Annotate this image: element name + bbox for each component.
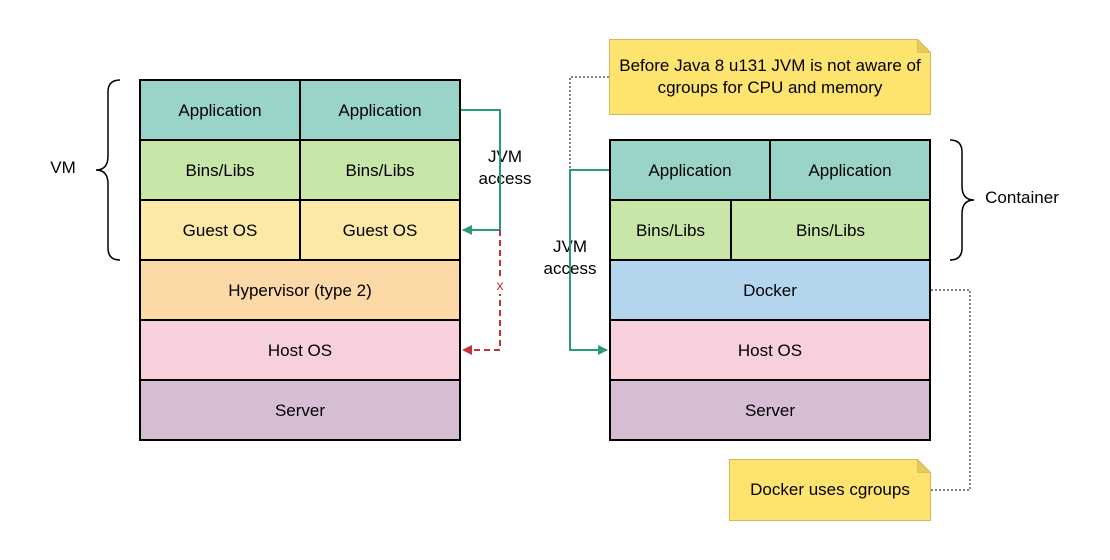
vm-jvm-access-line2: access	[478, 169, 532, 188]
java-cgroups-note-text: Before Java 8 u131 JVM is not aware of c…	[619, 56, 921, 97]
container-brace	[949, 139, 975, 261]
vm-bins-libs-left: Bins/Libs	[139, 139, 301, 201]
vm-jvm-access-label: JVM access	[470, 146, 540, 190]
container-host-os: Host OS	[609, 319, 931, 381]
container-server: Server	[609, 379, 931, 441]
vm-application-left: Application	[139, 79, 301, 141]
vm-jvm-access-arrow	[461, 109, 501, 235]
vm-label: VM	[50, 158, 76, 177]
container-docker: Docker	[609, 259, 931, 321]
vm-guest-os-left: Guest OS	[139, 199, 301, 261]
java-cgroups-note: Before Java 8 u131 JVM is not aware of c…	[609, 39, 931, 115]
blocked-x-mark: x	[497, 277, 504, 293]
note-fold-icon	[917, 459, 931, 473]
container-label: Container	[985, 188, 1059, 207]
vm-brace	[95, 79, 121, 261]
docker-cgroups-note: Docker uses cgroups	[729, 459, 931, 521]
vm-jvm-access-line1: JVM	[488, 147, 522, 166]
vm-hypervisor: Hypervisor (type 2)	[139, 259, 461, 321]
vm-guest-os-right: Guest OS	[299, 199, 461, 261]
vm-blocked-access-arrow	[462, 230, 501, 355]
java-note-connector	[569, 76, 609, 170]
container-application-left: Application	[609, 139, 771, 201]
docker-cgroups-note-text: Docker uses cgroups	[750, 480, 910, 499]
note-fold-icon	[917, 39, 931, 53]
container-bins-libs-right: Bins/Libs	[730, 199, 931, 261]
container-jvm-access-arrow	[569, 169, 609, 355]
container-bins-libs-left: Bins/Libs	[609, 199, 732, 261]
docker-note-connector	[931, 289, 971, 491]
vm-server: Server	[139, 379, 461, 441]
